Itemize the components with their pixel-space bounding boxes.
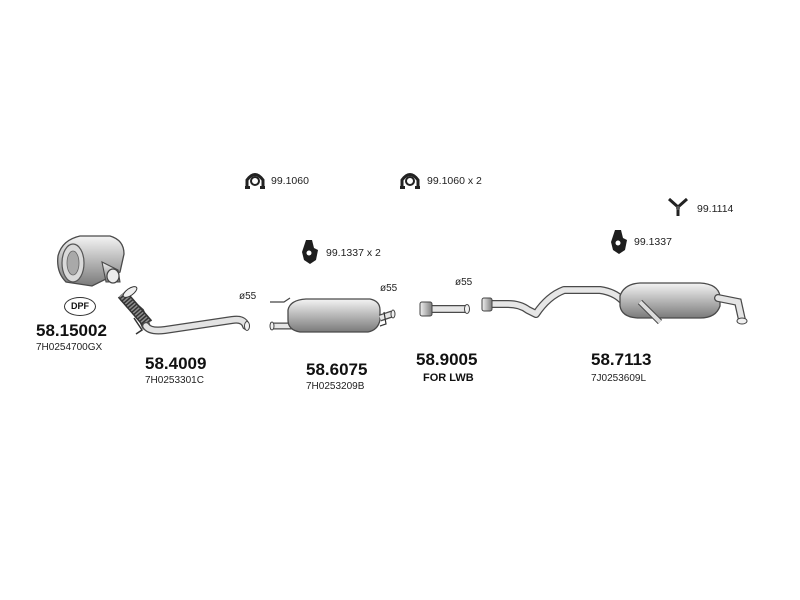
accessory-label: 99.1060 x 2 xyxy=(427,175,482,187)
clamp-icon xyxy=(245,173,265,189)
diameter-label: ø55 xyxy=(455,277,473,288)
rear-silencer xyxy=(481,282,748,325)
rubber-hanger-icon xyxy=(611,230,627,254)
part-number: 58.6075 xyxy=(306,360,368,379)
clamp-icon xyxy=(400,173,420,189)
part-number: 58.9005 xyxy=(416,350,478,369)
accessory-label: 99.1114 xyxy=(697,203,734,215)
part-number: 58.15002 xyxy=(36,321,107,340)
part-number: 58.4009 xyxy=(145,354,207,373)
oem-number: 7J0253609L xyxy=(591,373,647,384)
fitment-note: FOR LWB xyxy=(423,372,474,384)
extension-pipe xyxy=(419,301,470,317)
dpf-unit xyxy=(57,235,125,287)
diameter-label: ø55 xyxy=(380,283,398,294)
front-pipe xyxy=(117,286,250,335)
dpf-badge: DPF xyxy=(64,297,96,316)
oem-number: 7H0253301C xyxy=(145,375,204,386)
middle-silencer xyxy=(269,297,396,333)
oem-number: 7H0253209B xyxy=(306,381,365,392)
diameter-label: ø55 xyxy=(239,291,257,302)
rubber-hanger-icon xyxy=(302,240,318,264)
accessory-label: 99.1337 x 2 xyxy=(326,247,381,259)
oem-number: 7H0254700GX xyxy=(36,342,103,353)
bracket-icon xyxy=(668,197,688,216)
accessory-label: 99.1060 xyxy=(271,175,309,187)
part-number: 58.7113 xyxy=(591,350,652,369)
accessory-label: 99.1337 xyxy=(634,236,672,248)
